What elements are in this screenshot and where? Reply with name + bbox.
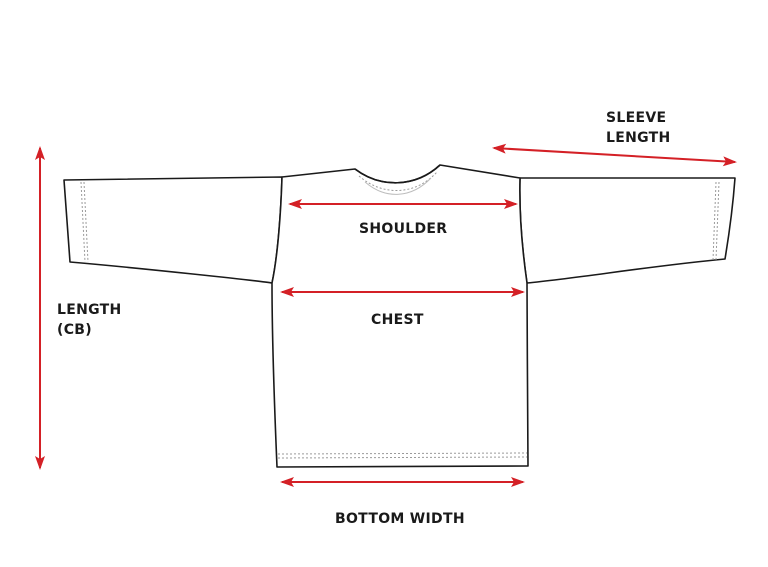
collar (354, 164, 441, 195)
chest-label: CHEST (371, 312, 424, 328)
length-cb-label: LENGTH (CB) (57, 300, 122, 340)
sleeve-length-label-line-2: LENGTH (606, 130, 671, 146)
sleeve-length-label-line-1: SLEEVE (606, 110, 667, 126)
sleeve-length-arrow (492, 143, 737, 167)
length-cb-label-line-2: (CB) (57, 322, 92, 338)
sleeve-length-label: SLEEVE LENGTH (606, 108, 671, 148)
right-sleeve (519, 177, 736, 284)
bottom-width-label: BOTTOM WIDTH (335, 511, 465, 527)
measurement-arrows (35, 143, 737, 487)
garment-outline (63, 164, 736, 468)
left-sleeve (63, 176, 283, 284)
length-cb-label-line-1: LENGTH (57, 302, 122, 318)
shoulder-label: SHOULDER (359, 221, 448, 237)
stitching (80, 181, 720, 459)
